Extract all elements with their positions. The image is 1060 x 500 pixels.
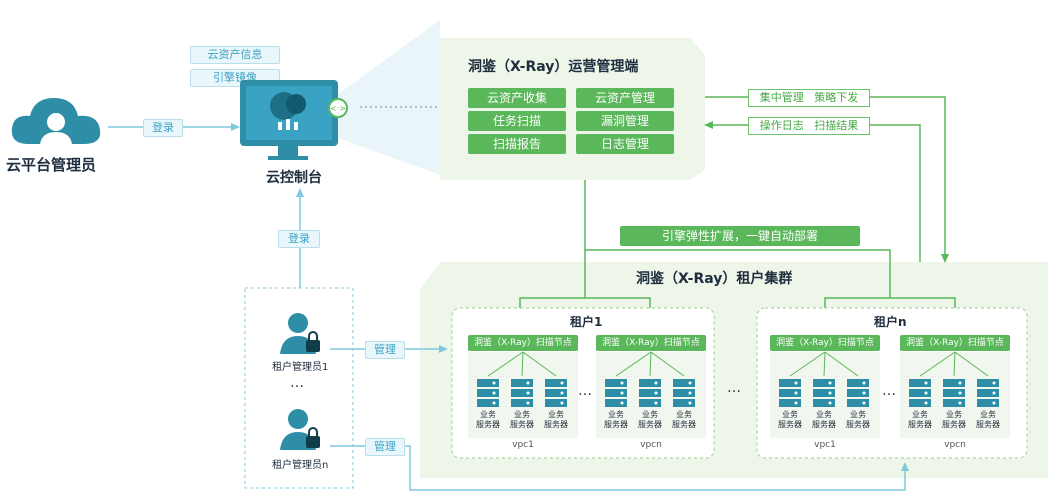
server-label: 业务 — [480, 410, 496, 419]
server-label: 服务器 — [778, 420, 802, 429]
tenant-1-label: 租户1 — [570, 315, 603, 329]
login-tag: 登录 — [143, 119, 183, 137]
server-icon — [672, 378, 696, 412]
server-label: 服务器 — [812, 420, 836, 429]
server-label: 服务器 — [638, 420, 662, 429]
vpc-label: vpc1 — [512, 440, 534, 450]
vpc-ellipsis: … — [882, 383, 898, 399]
server-label: 业务 — [980, 410, 996, 419]
server-label: 业务 — [642, 410, 658, 419]
server-label: 服务器 — [544, 420, 568, 429]
tenant-admin-ellipsis: … — [290, 375, 306, 391]
server-label: 业务 — [782, 410, 798, 419]
server-label: 服务器 — [672, 420, 696, 429]
cloud-asset-info-tag: 云资产信息 — [190, 46, 280, 64]
tenant-login-tag: 登录 — [278, 230, 320, 248]
ops-title: 洞鉴（X-Ray）运营管理端 — [468, 59, 639, 75]
console-beam — [330, 20, 440, 175]
task-scan-button: 任务扫描 — [468, 111, 566, 131]
server-label: 业务 — [548, 410, 564, 419]
server-label: 服务器 — [510, 420, 534, 429]
server-icon — [604, 378, 628, 412]
vpc-label: vpcn — [640, 440, 662, 450]
cloud-asset-manage-button: 云资产管理 — [576, 88, 674, 108]
server-label: 业务 — [676, 410, 692, 419]
manage-tag: 管理 — [365, 341, 405, 359]
tenant-ellipsis: … — [727, 380, 743, 396]
monitor-icon: <·> — [240, 80, 348, 160]
server-icon — [812, 378, 836, 412]
cloud-asset-collect-button: 云资产收集 — [468, 88, 566, 108]
vpc-label: vpcn — [944, 440, 966, 450]
elastic-scale-banner: 引擎弹性扩展，一键自动部署 — [620, 226, 860, 246]
tenant-admin-icon — [280, 313, 320, 354]
scan-node: 洞鉴（X-Ray）扫描节点 — [468, 335, 578, 351]
log-manage-button: 日志管理 — [576, 134, 674, 154]
server-icon — [510, 378, 534, 412]
tenant-admin-icon — [280, 409, 320, 450]
server-label: 服务器 — [476, 420, 500, 429]
console-label: 云控制台 — [266, 170, 322, 186]
server-label: 服务器 — [908, 420, 932, 429]
scan-node: 洞鉴（X-Ray）扫描节点 — [770, 335, 880, 351]
server-icon — [778, 378, 802, 412]
server-icon — [638, 378, 662, 412]
vuln-manage-button: 漏洞管理 — [576, 111, 674, 131]
cluster-title: 洞鉴（X-Ray）租户集群 — [636, 271, 793, 287]
server-icon — [908, 378, 932, 412]
server-label: 业务 — [514, 410, 530, 419]
server-icon — [476, 378, 500, 412]
op-log-tag: 操作日志 扫描结果 — [748, 117, 870, 135]
vpc-ellipsis: … — [578, 383, 594, 399]
server-label: 服务器 — [604, 420, 628, 429]
tenant-admin-1-label: 租户管理员1 — [272, 362, 329, 373]
cloud-user-icon — [11, 98, 101, 144]
manage-tag: 管理 — [365, 438, 405, 456]
server-icon — [976, 378, 1000, 412]
server-label: 业务 — [608, 410, 624, 419]
scan-node: 洞鉴（X-Ray）扫描节点 — [900, 335, 1010, 351]
server-icon — [544, 378, 568, 412]
server-label: 服务器 — [976, 420, 1000, 429]
scan-node: 洞鉴（X-Ray）扫描节点 — [596, 335, 706, 351]
server-label: 服务器 — [942, 420, 966, 429]
cloud-admin-label: 云平台管理员 — [6, 156, 97, 174]
svg-text:<·>: <·> — [330, 104, 346, 113]
tenant-admin-n-label: 租户管理员n — [272, 460, 329, 471]
vpc-label: vpc1 — [814, 440, 836, 450]
server-label: 服务器 — [846, 420, 870, 429]
server-label: 业务 — [912, 410, 928, 419]
server-label: 业务 — [816, 410, 832, 419]
tenant-n-label: 租户n — [874, 315, 907, 329]
server-icon — [942, 378, 966, 412]
server-icon — [846, 378, 870, 412]
server-label: 业务 — [850, 410, 866, 419]
server-label: 业务 — [946, 410, 962, 419]
scan-report-button: 扫描报告 — [468, 134, 566, 154]
tenant-admin-group — [244, 287, 354, 489]
central-manage-tag: 集中管理 策略下发 — [748, 89, 870, 107]
